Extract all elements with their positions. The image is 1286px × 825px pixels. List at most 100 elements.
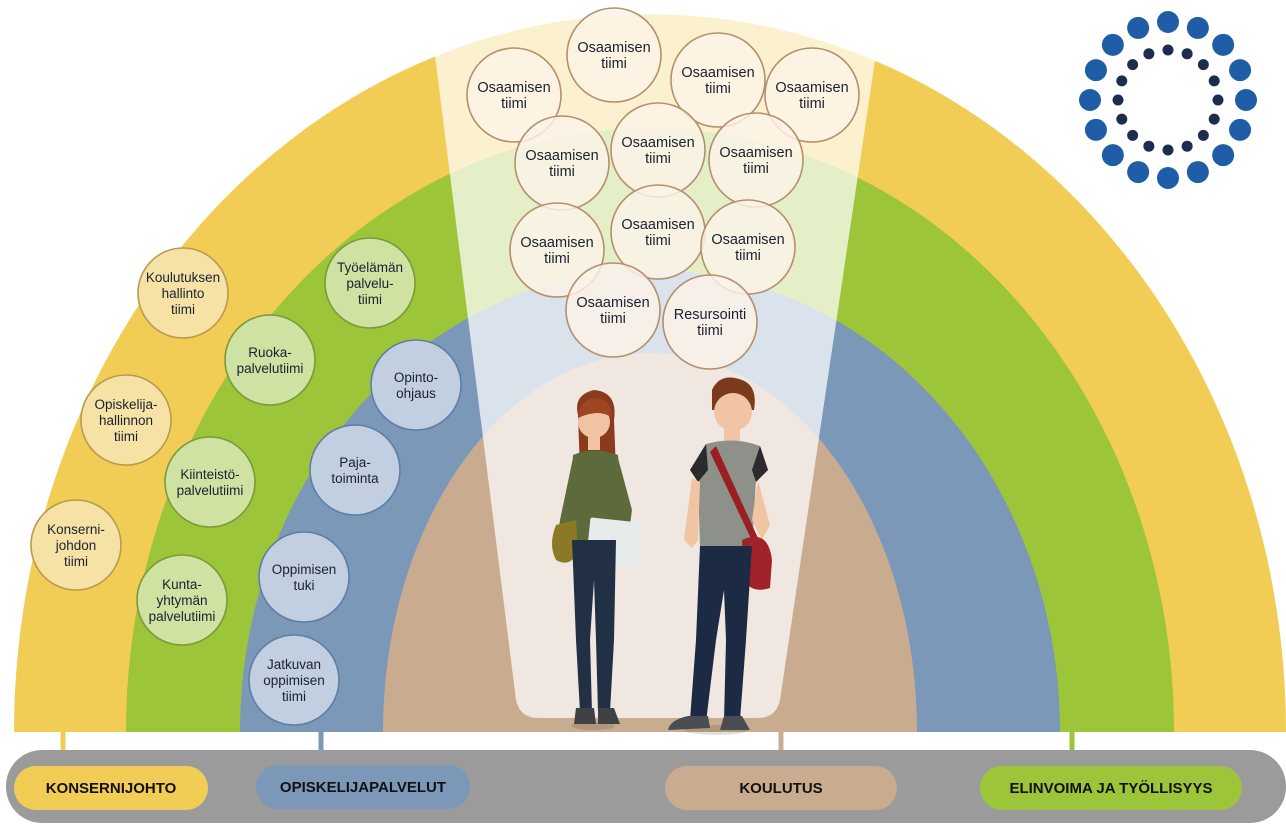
team-bubble-label: Osaamisen bbox=[525, 148, 598, 164]
team-bubble-label: palvelutiimi bbox=[149, 609, 216, 624]
team-bubble-circle bbox=[764, 47, 860, 143]
team-bubble-label: Työelämän bbox=[337, 260, 403, 275]
team-bubble-label: Koulutuksen bbox=[146, 270, 220, 285]
elinvoima-teams: Työelämänpalvelu-tiimiRuoka-palvelutiimi… bbox=[136, 237, 416, 646]
team-bubble-label: hallinnon bbox=[99, 413, 153, 428]
team-bubble-circle bbox=[565, 262, 661, 358]
team-bubble-label: oppimisen bbox=[263, 673, 325, 688]
team-bubble-label: Osaamisen bbox=[719, 145, 792, 161]
team-bubble-label: Kiinteistö- bbox=[180, 467, 239, 482]
team-bubble-circle bbox=[224, 314, 316, 406]
team-bubble-label: tiimi bbox=[64, 554, 88, 569]
team-bubble-circle bbox=[370, 339, 462, 431]
team-bubble-label: Osaamisen bbox=[520, 235, 593, 251]
team-bubble-label: tiimi bbox=[601, 56, 627, 72]
team-bubble-label: johdon bbox=[55, 538, 97, 553]
category-bar: KONSERNIJOHTO OPISKELIJAPALVELUT KOULUTU… bbox=[6, 732, 1286, 823]
team-bubble-label: tiimi bbox=[544, 251, 570, 267]
team-bubble-label: tiimi bbox=[697, 323, 723, 339]
team-bubble-label: tiimi bbox=[705, 81, 731, 97]
team-bubble-label: hallinto bbox=[162, 286, 205, 301]
team-bubble-label: Kunta- bbox=[162, 577, 202, 592]
team-bubble-label: tiimi bbox=[799, 96, 825, 112]
team-bubble-label: palvelutiimi bbox=[237, 361, 304, 376]
team-bubble-circle bbox=[509, 202, 605, 298]
team-bubble-circle bbox=[566, 7, 662, 103]
team-bubble-label: palvelu- bbox=[346, 276, 393, 291]
team-bubble-circle bbox=[137, 247, 229, 339]
team-bubble-label: Konserni- bbox=[47, 522, 105, 537]
team-bubble-label: tuki bbox=[293, 578, 314, 593]
team-bubble-label: tiimi bbox=[282, 689, 306, 704]
team-bubble-label: tiimi bbox=[645, 151, 671, 167]
team-bubble-label: tiimi bbox=[600, 311, 626, 327]
students-illustration bbox=[552, 377, 772, 735]
team-bubble-label: ohjaus bbox=[396, 386, 436, 401]
team-bubble: Kiinteistö-palvelutiimi bbox=[164, 436, 256, 528]
team-bubble-label: tiimi bbox=[114, 429, 138, 444]
team-bubble-label: tiimi bbox=[358, 292, 382, 307]
koulutus-label: KOULUTUS bbox=[739, 780, 822, 797]
team-bubble-circle bbox=[248, 634, 340, 726]
elinvoima-pill bbox=[980, 766, 1242, 810]
team-bubble-label: tiimi bbox=[549, 164, 575, 180]
konsernijohto-pill bbox=[14, 766, 208, 810]
team-bubble-label: Osaamisen bbox=[711, 232, 784, 248]
team-bubble: Paja-toiminta bbox=[309, 424, 401, 516]
team-bubble-label: yhtymän bbox=[156, 593, 207, 608]
team-bubble-circle bbox=[309, 424, 401, 516]
team-bubble-circle bbox=[258, 531, 350, 623]
team-bubble-label: Paja- bbox=[339, 455, 371, 470]
team-bubble-label: toiminta bbox=[331, 471, 379, 486]
team-bubble-label: tiimi bbox=[743, 161, 769, 177]
team-bubble-label: Ruoka- bbox=[248, 345, 292, 360]
team-bubble-label: tiimi bbox=[735, 248, 761, 264]
logo-dots-icon bbox=[1079, 11, 1257, 189]
konsernijohto-label: KONSERNIJOHTO bbox=[46, 780, 177, 797]
opiskelijapalvelut-label: OPISKELIJAPALVELUT bbox=[280, 779, 446, 796]
team-bubble: Opinto-ohjaus bbox=[370, 339, 462, 431]
team-bubble-circle bbox=[80, 374, 172, 466]
team-bubble-label: tiimi bbox=[645, 233, 671, 249]
team-bubble-label: Osaamisen bbox=[681, 65, 754, 81]
team-bubble-circle bbox=[670, 32, 766, 128]
team-bubble-label: Osaamisen bbox=[577, 40, 650, 56]
team-bubble-circle bbox=[662, 274, 758, 370]
team-bubble-label: Jatkuvan bbox=[267, 657, 321, 672]
male-student bbox=[668, 377, 772, 735]
team-bubble-label: Osaamisen bbox=[477, 80, 550, 96]
team-bubble-circle bbox=[30, 499, 122, 591]
opiskelijapalvelut-pill bbox=[256, 765, 470, 809]
konsernijohto-teams: KoulutuksenhallintotiimiOpiskelija-halli… bbox=[30, 247, 229, 591]
team-bubble-label: Oppimisen bbox=[272, 562, 337, 577]
team-bubble-label: palvelutiimi bbox=[177, 483, 244, 498]
team-bubble-label: Resursointi bbox=[674, 307, 747, 323]
team-bubble-circle bbox=[466, 47, 562, 143]
koulutus-team-cluster: OsaamisentiimiOsaamisentiimiOsaamisentii… bbox=[466, 7, 860, 370]
team-bubble-label: tiimi bbox=[171, 302, 195, 317]
female-student bbox=[552, 390, 643, 730]
team-bubble-label: Opiskelija- bbox=[94, 397, 157, 412]
team-bubble-label: Opinto- bbox=[394, 370, 438, 385]
team-bubble-circle bbox=[324, 237, 416, 329]
koulutus-pill bbox=[665, 766, 897, 810]
elinvoima-label: ELINVOIMA JA TYÖLLISYYS bbox=[1009, 780, 1212, 797]
team-bubble-label: Osaamisen bbox=[775, 80, 848, 96]
